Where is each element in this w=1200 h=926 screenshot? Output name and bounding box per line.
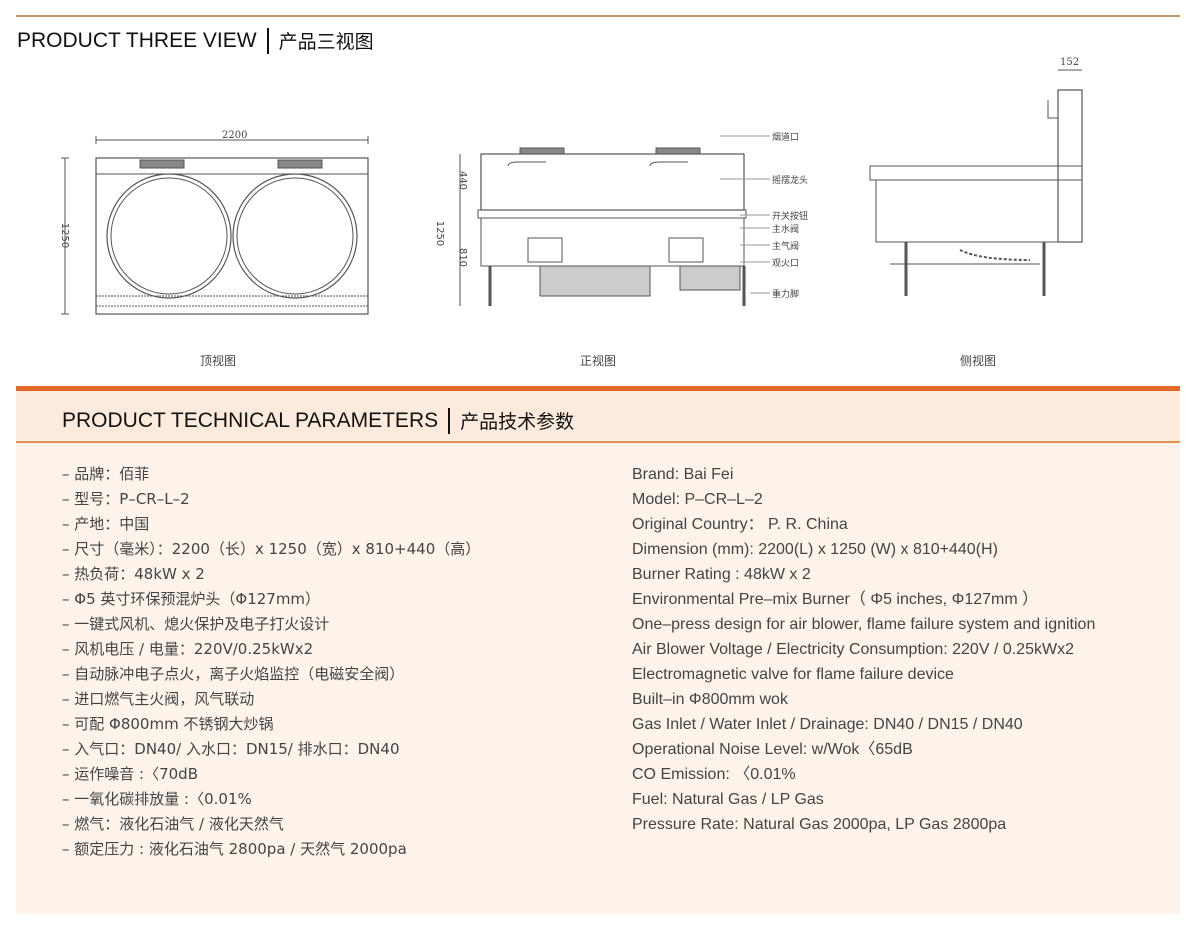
technical-drawings: [61, 69, 1083, 315]
callout-flue: 烟道口: [772, 133, 800, 143]
front-view-caption: 正视图: [580, 354, 617, 368]
top-divider: [16, 15, 1180, 17]
param-item: Electromagnetic valve for flame failure …: [632, 666, 954, 683]
params-heading-cn: 产品技术参数: [460, 411, 575, 433]
param-item: Pressure Rate: Natural Gas 2000pa, LP Ga…: [632, 816, 1007, 833]
param-item: Original Country： P. R. China: [632, 516, 848, 533]
callout-peephole: 观火口: [772, 259, 800, 269]
param-item: Burner Rating : 48kW x 2: [632, 566, 811, 583]
side-view-dim: 152: [1060, 57, 1080, 68]
top-view-caption: 顶视图: [200, 354, 237, 368]
callout-leg: 重力脚: [772, 290, 800, 300]
param-item: – 型号：P–CR–L–2: [62, 490, 190, 508]
param-item: CO Emission: 〈0.01%: [632, 766, 796, 783]
param-item: – 运作噪音 :〈70dB: [62, 765, 198, 783]
param-item: – 额定压力 : 液化石油气 2800pa / 天然气 2000pa: [62, 840, 407, 858]
three-view-drawings: 2200 1250 顶视图 1250 440 810 烟道口 摇摆龙头 开关按钮…: [0, 57, 1200, 380]
param-item: Gas Inlet / Water Inlet / Drainage: DN40…: [632, 716, 1023, 733]
param-item: Dimension (mm): 2200(L) x 1250 (W) x 810…: [632, 541, 998, 558]
side-view-drawing: [869, 69, 1083, 296]
heading-separator: [266, 27, 269, 54]
top-view-width-dim: 2200: [222, 130, 248, 141]
param-item: Air Blower Voltage / Electricity Consump…: [632, 641, 1074, 658]
param-item: – 风机电压 / 电量：220V/0.25kWx2: [62, 640, 314, 658]
params-heading-en: PRODUCT TECHNICAL PARAMETERS: [62, 408, 439, 432]
front-view-lower-dim: 810: [457, 247, 469, 268]
section-accent-bar: [16, 386, 1180, 391]
param-item: – 一氧化碳排放量 :〈0.01%: [62, 790, 252, 808]
callout-swing-faucet: 摇摆龙头: [772, 176, 809, 186]
top-view-depth-dim: 1250: [59, 222, 71, 249]
param-item: Fuel: Natural Gas / LP Gas: [632, 791, 824, 808]
callout-gas-valve: 主气阀: [772, 242, 800, 252]
param-item: – 一键式风机、熄火保护及电子打火设计: [62, 615, 330, 633]
param-item: – 入气口：DN40/ 入水口：DN15/ 排水口：DN40: [62, 740, 400, 758]
front-view-drawing: [459, 135, 770, 306]
param-item: – 自动脉冲电子点火，离子火焰监控（电磁安全阀）: [62, 665, 405, 683]
param-item: – Φ5 英寸环保预混炉头（Φ127mm）: [62, 590, 321, 608]
front-view-upper-dim: 440: [457, 170, 469, 191]
heading-separator: [448, 407, 451, 434]
param-item: Built–in Φ800mm wok: [632, 691, 788, 708]
param-item: Model: P–CR–L–2: [632, 491, 763, 508]
param-item: Operational Noise Level: w/Wok〈65dB: [632, 741, 913, 758]
technical-parameters-section: PRODUCT TECHNICAL PARAMETERS 产品技术参数 – 品牌：…: [16, 386, 1180, 914]
param-item: One–press design for air blower, flame f…: [632, 616, 1096, 633]
param-item: Environmental Pre–mix Burner（ Φ5 inches,…: [632, 591, 1039, 608]
top-view-drawing: [61, 136, 369, 315]
three-view-heading: PRODUCT THREE VIEW 产品三视图: [17, 27, 374, 54]
param-item: – 热负荷：48kW x 2: [62, 565, 205, 583]
param-item: Brand: Bai Fei: [632, 466, 734, 483]
param-item: – 品牌：佰菲: [62, 465, 150, 483]
callout-switch: 开关按钮: [772, 212, 809, 222]
param-item: – 可配 Φ800mm 不锈钢大炒锅: [62, 715, 274, 733]
param-item: – 产地：中国: [62, 515, 150, 533]
params-heading: PRODUCT TECHNICAL PARAMETERS 产品技术参数: [62, 407, 574, 434]
callout-water-valve: 主水阀: [772, 225, 800, 235]
param-item: – 进口燃气主火阀，风气联动: [62, 690, 255, 708]
params-list-cn: – 品牌：佰菲 – 型号：P–CR–L–2 – 产地：中国 – 尺寸（毫米）：2200…: [62, 462, 480, 862]
heading-cn: 产品三视图: [278, 31, 374, 53]
param-item: – 燃气：液化石油气 / 液化天然气: [62, 815, 284, 833]
section-header: PRODUCT TECHNICAL PARAMETERS 产品技术参数: [16, 391, 1180, 443]
heading-en: PRODUCT THREE VIEW: [17, 28, 257, 52]
param-item: – 尺寸（毫米）：2200（长）x 1250（宽）x 810+440（高）: [62, 540, 481, 558]
front-view-total-dim: 1250: [434, 220, 446, 247]
side-view-caption: 侧视图: [960, 354, 997, 368]
